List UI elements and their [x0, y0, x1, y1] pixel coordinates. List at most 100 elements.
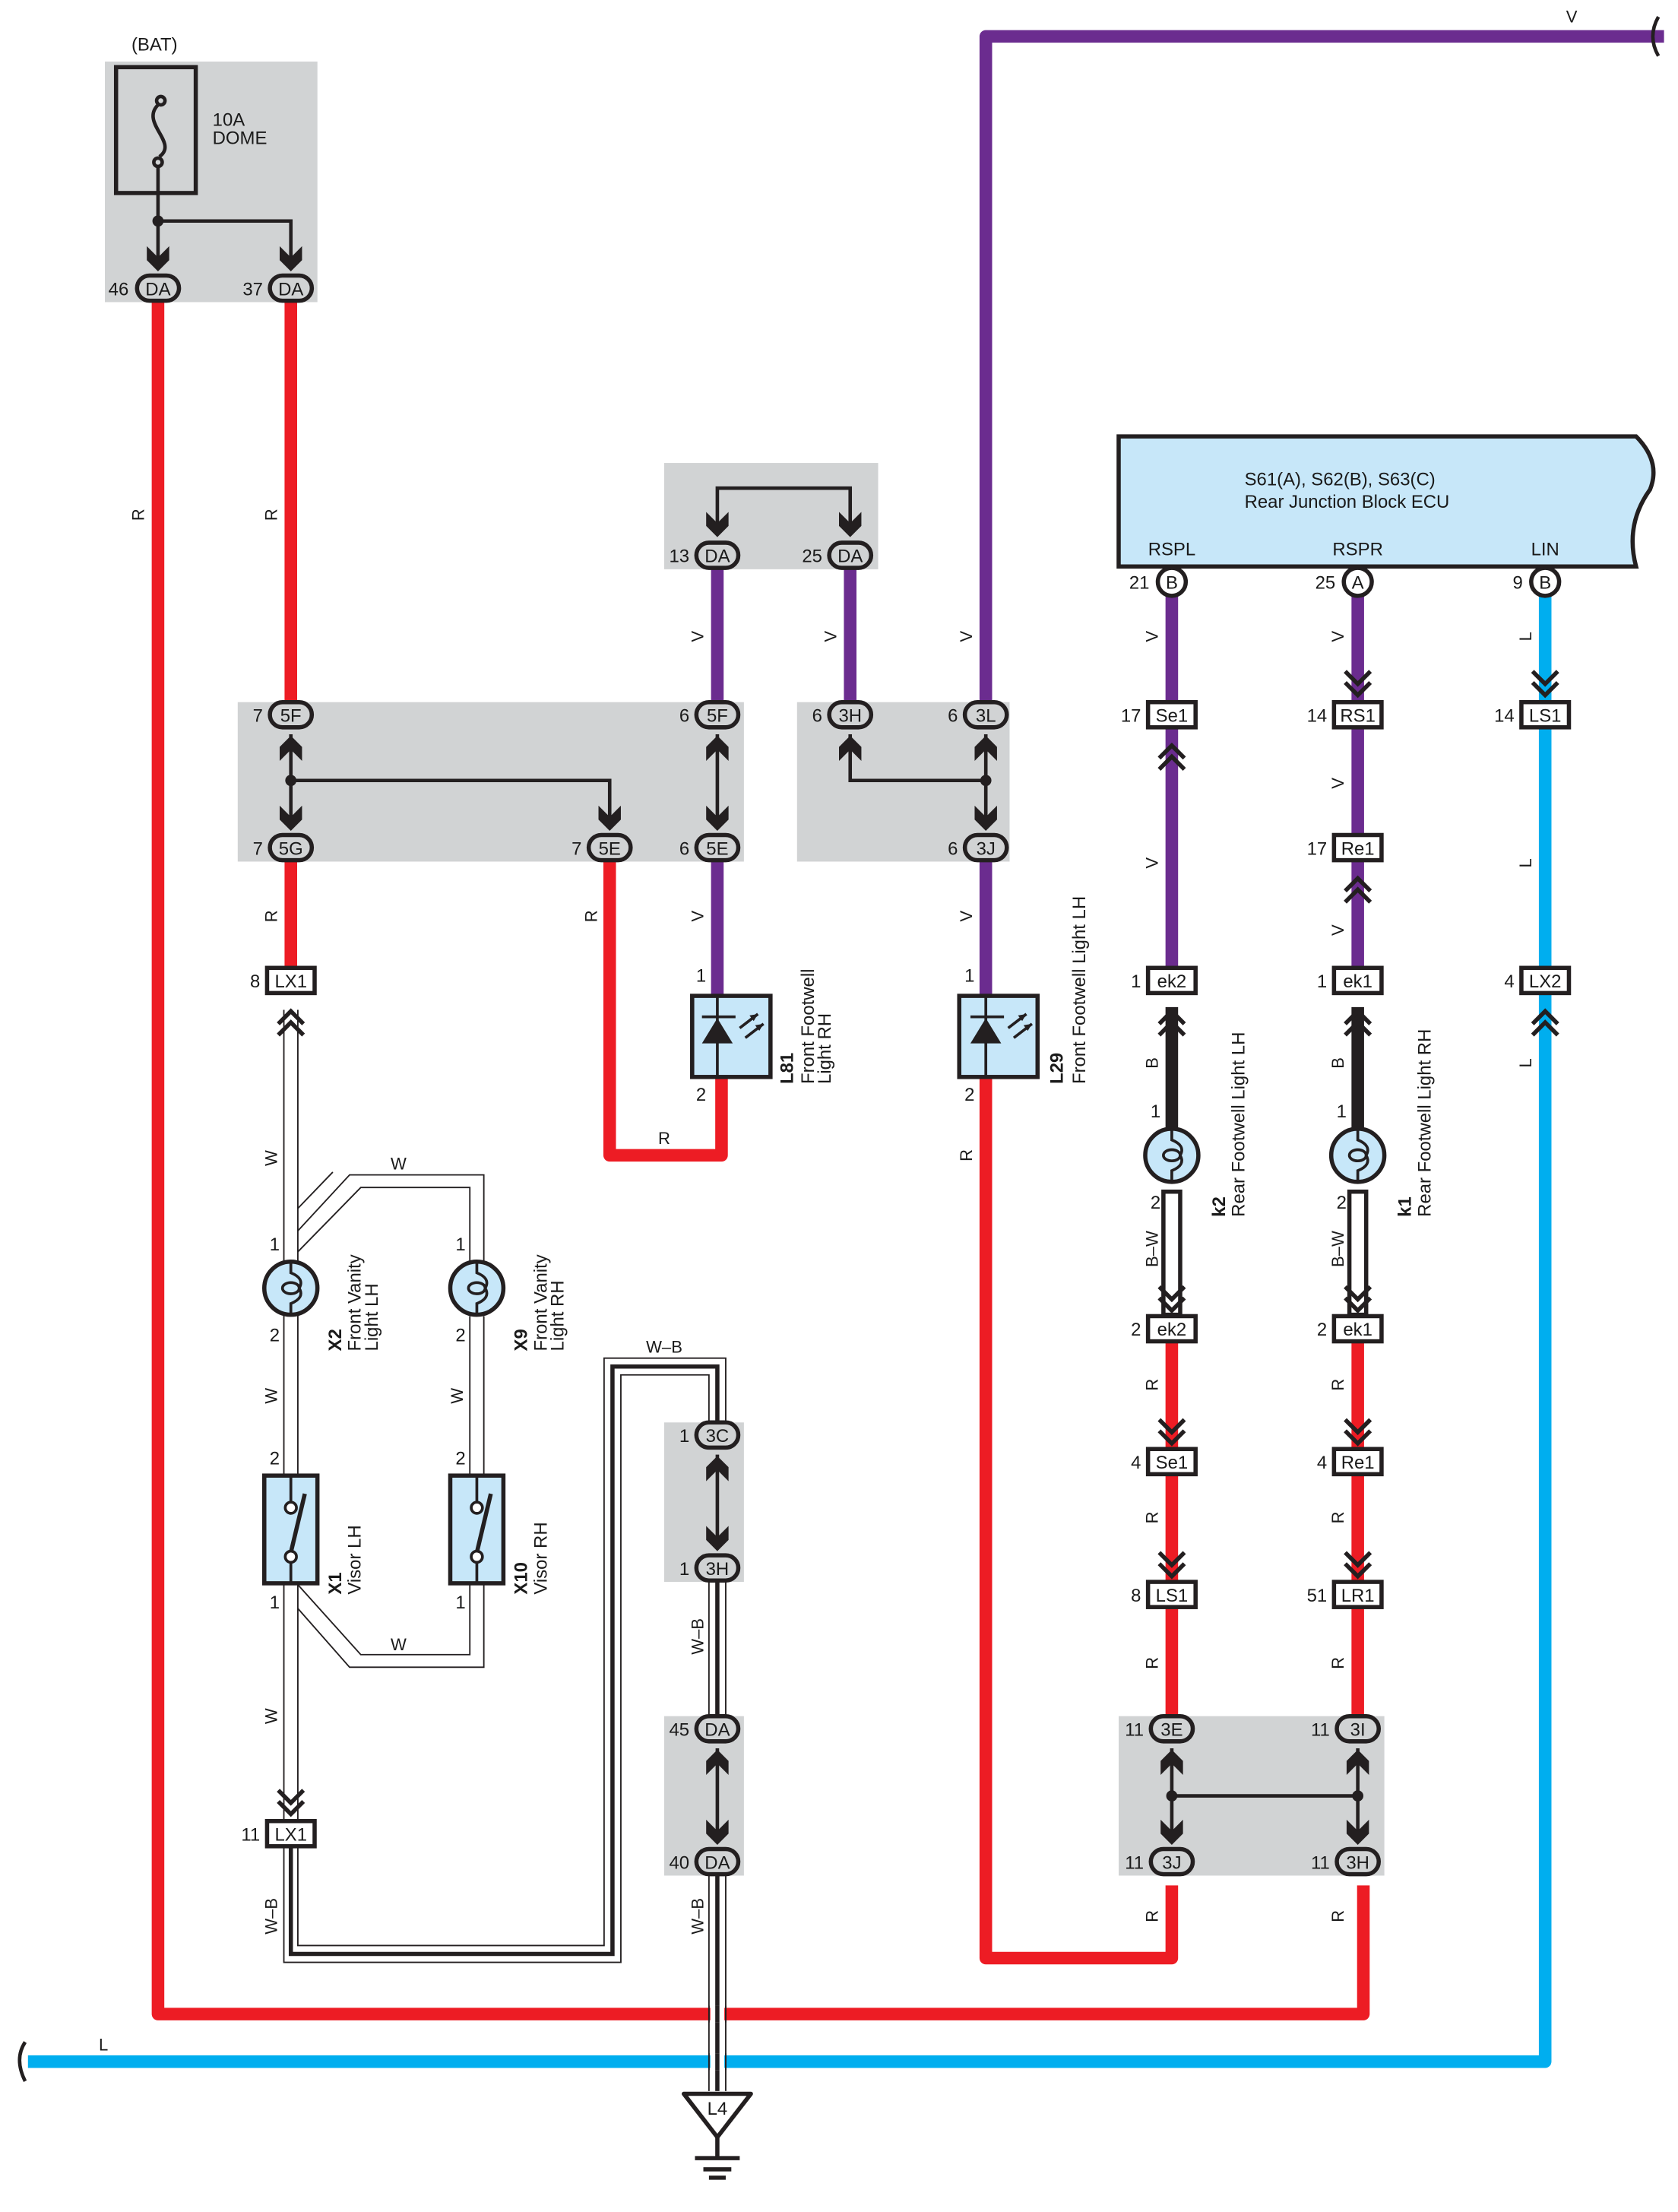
wire-white-x9-x10 — [469, 1316, 485, 1476]
svg-text:5F: 5F — [707, 705, 728, 726]
pin-label: 21 — [1129, 573, 1150, 594]
pin-label: 11 — [1125, 1852, 1144, 1873]
svg-text:B: B — [1539, 573, 1551, 594]
svg-text:DA: DA — [145, 279, 170, 299]
pin-label: 11 — [1125, 1719, 1144, 1740]
pin-label: 40 — [670, 1852, 690, 1873]
connector-da-25: DA — [829, 543, 871, 568]
wire-white-x9-top — [297, 1171, 485, 1262]
pin-label: 8 — [250, 971, 260, 992]
svg-text:R: R — [1143, 1910, 1162, 1922]
pin-46: 46 — [109, 279, 129, 299]
svg-text:Se1: Se1 — [1156, 1453, 1189, 1473]
connector-ek1-top: ek1 — [1334, 968, 1382, 993]
pin-label: 17 — [1121, 705, 1141, 726]
svg-text:V: V — [1566, 7, 1578, 26]
ground-label: L4 — [708, 2099, 728, 2119]
svg-text:R: R — [582, 910, 601, 922]
svg-text:W–B: W–B — [261, 1898, 280, 1935]
connector-5f-left: 5F — [270, 702, 312, 727]
svg-text:3J: 3J — [977, 838, 996, 859]
svg-text:B–W: B–W — [1328, 1231, 1347, 1267]
pin-label: 6 — [948, 705, 958, 726]
pin-label: 2 — [455, 1448, 465, 1469]
component-name-x9: Front Vanity — [530, 1254, 551, 1351]
component-code-x1: X1 — [325, 1572, 346, 1594]
svg-text:R: R — [1328, 1379, 1347, 1391]
svg-text:DA: DA — [704, 1852, 730, 1873]
connector-5g: 5G — [270, 835, 312, 860]
pin-25: 25 — [802, 547, 822, 567]
pin-label: 1 — [270, 1234, 280, 1255]
svg-text:V: V — [1143, 857, 1162, 869]
component-code-x10: X10 — [511, 1562, 532, 1595]
svg-text:R: R — [1328, 1511, 1347, 1523]
pin-label: 4 — [1317, 1453, 1327, 1473]
connector-da-45: DA — [696, 1716, 738, 1741]
svg-text:R: R — [129, 509, 148, 521]
svg-text:3L: 3L — [976, 705, 996, 726]
pin-label: 6 — [679, 705, 689, 726]
svg-text:B–W: B–W — [1143, 1231, 1162, 1267]
bulb-k1 — [1328, 1127, 1387, 1184]
connector-3e: 3E — [1151, 1716, 1192, 1741]
connector-3c: 3C — [696, 1422, 738, 1447]
pin-label: 17 — [1307, 838, 1328, 859]
wire-red-l29 — [979, 1076, 1179, 1965]
svg-text:L: L — [99, 2035, 108, 2054]
svg-text:W–B: W–B — [689, 1898, 708, 1935]
svg-text:W: W — [261, 1708, 280, 1724]
svg-text:3E: 3E — [1160, 1719, 1183, 1740]
ecu-code: S61(A), S62(B), S63(C) — [1245, 470, 1436, 490]
svg-text:V: V — [821, 631, 840, 642]
connector-da-13: DA — [696, 543, 738, 568]
pin-label: 11 — [1311, 1719, 1330, 1740]
pin-label: 2 — [1131, 1320, 1141, 1340]
wire-wb-lx1-3c — [288, 1364, 720, 1957]
pin-label: 4 — [1131, 1453, 1141, 1473]
pin-37: 37 — [242, 279, 263, 299]
pin-label: 1 — [1337, 1101, 1347, 1122]
component-code-l81: L81 — [777, 1053, 797, 1084]
pin-label: 2 — [964, 1085, 974, 1105]
svg-text:LX1: LX1 — [274, 971, 307, 992]
pin-label: 1 — [1317, 971, 1327, 992]
connector-3h-top: 3H — [829, 702, 871, 727]
connector-ek1-bottom: ek1 — [1334, 1316, 1382, 1341]
led-l81 — [690, 993, 773, 1079]
svg-text:V: V — [689, 911, 708, 922]
component-name-x2-2: Light LH — [362, 1283, 382, 1351]
svg-text:R: R — [261, 509, 280, 521]
svg-text:ek2: ek2 — [1157, 971, 1187, 992]
svg-text:W–B: W–B — [689, 1618, 708, 1655]
pin-label: 6 — [679, 838, 689, 859]
wire-blue-lin — [27, 593, 1552, 2068]
connector-lx2: LX2 — [1521, 968, 1569, 993]
svg-text:R: R — [658, 1129, 670, 1148]
connector-lr1: LR1 — [1334, 1582, 1382, 1607]
svg-text:R: R — [1328, 1910, 1347, 1922]
pin-label: 1 — [1151, 1101, 1160, 1122]
svg-text:DA: DA — [704, 1719, 730, 1740]
connector-5f-right: 5F — [696, 702, 738, 727]
svg-text:DA: DA — [837, 547, 863, 567]
pin-13: 13 — [670, 547, 690, 567]
pin-label: 2 — [455, 1326, 465, 1346]
pin-label: 45 — [670, 1719, 690, 1740]
pin-label: 14 — [1494, 705, 1515, 726]
pin-label: 1 — [696, 966, 706, 987]
component-name-x9-2: Light RH — [548, 1280, 568, 1351]
fuse-amp: 10A — [213, 110, 245, 131]
pin-label: 2 — [1151, 1193, 1160, 1213]
svg-text:R: R — [1143, 1379, 1162, 1391]
svg-text:LX1: LX1 — [274, 1824, 307, 1845]
wire-color-labels: R R R R R R R R R R R R R R V V V V V V … — [99, 7, 1578, 2054]
svg-text:5E: 5E — [706, 838, 728, 859]
pin-label: 8 — [1131, 1586, 1141, 1606]
connector-3j-bottom: 3J — [1151, 1849, 1192, 1874]
component-name-l29: Front Footwell Light LH — [1069, 896, 1090, 1084]
svg-text:LX2: LX2 — [1529, 971, 1562, 992]
svg-text:DA: DA — [704, 547, 730, 567]
connector-rs1: RS1 — [1334, 702, 1382, 727]
